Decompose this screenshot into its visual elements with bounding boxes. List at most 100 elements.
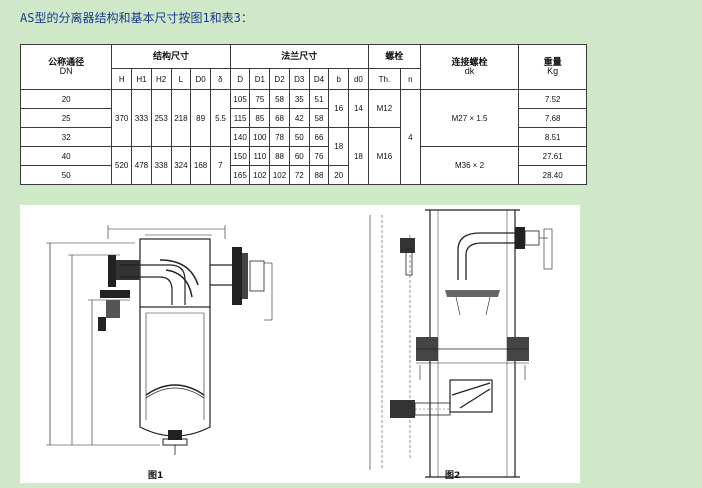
struct-cell: 7 — [209, 146, 231, 185]
struct-cell: 333 — [131, 89, 152, 147]
th-cell: M16 — [367, 127, 402, 185]
struct-cell: 168 — [190, 146, 211, 185]
flange-cell: 51 — [308, 89, 330, 109]
weight-cell: 27.61 — [518, 146, 587, 166]
col-header-b: b — [328, 68, 350, 90]
table-row: 20 370 333 253 218 89 5.5 105 75 58 35 5… — [19, 89, 587, 185]
weight-cell: 8.51 — [518, 127, 587, 147]
flange-cell: 42 — [288, 108, 310, 128]
fig1-caption: 图1 — [148, 471, 164, 481]
fig2-caption: 图2 — [445, 471, 461, 481]
flange-cell: 102 — [269, 165, 290, 185]
flange-cell: 88 — [269, 146, 290, 166]
table-row: 32 140 100 78 50 66 18 18 M16 8.51 — [19, 127, 587, 185]
flange-group-header: 法兰尺寸 — [229, 44, 369, 69]
flange-cell: 58 — [269, 89, 290, 109]
struct-cell: 478 — [131, 146, 152, 185]
spec-table: 公称通径 DN 结构尺寸 法兰尺寸 螺栓 连接螺栓 dk 重量 Kg H H1 … — [19, 44, 587, 185]
flange-cell: 75 — [249, 89, 271, 109]
struct-cell: 89 — [190, 89, 211, 147]
technical-drawings — [46, 209, 553, 478]
struct-cell: 520 — [111, 146, 133, 185]
struct-cell: 324 — [170, 146, 192, 185]
flange-cell: 110 — [249, 146, 271, 166]
col-header-L: L — [170, 68, 192, 90]
table-row: 50 165 102 102 72 88 20 28.40 — [19, 165, 587, 185]
dn-header-cn: 公称通径 — [48, 57, 85, 67]
col-header-delta: δ — [209, 68, 231, 90]
b-cell: 16 — [328, 89, 350, 128]
weight-header: 重量 — [543, 57, 562, 67]
weight-unit: Kg — [547, 66, 559, 76]
weight-cell: 7.52 — [518, 89, 587, 109]
struct-cell: 253 — [150, 89, 172, 147]
flange-cell: 165 — [229, 165, 251, 185]
fig1-drawing — [46, 225, 273, 455]
page-heading: AS型的分离器结构和基本尺寸按图1和表3： — [20, 11, 253, 25]
col-header-D3: D3 — [288, 68, 310, 90]
flange-cell: 150 — [229, 146, 251, 166]
n-cell: 4 — [400, 89, 421, 185]
dn-header-en: DN — [59, 66, 73, 76]
col-header-D: D — [229, 68, 251, 90]
d0-cell: 14 — [348, 89, 369, 128]
spec-table-container: 公称通径 DN 结构尺寸 法兰尺寸 螺栓 连接螺栓 dk 重量 Kg H H1 … — [19, 44, 587, 185]
dn-cell: 25 — [19, 108, 113, 128]
flange-cell: 100 — [249, 127, 271, 147]
struct-cell: 338 — [150, 146, 172, 185]
weight-header-cell: 重量 Kg — [518, 44, 587, 90]
flange-cell: 85 — [249, 108, 271, 128]
table-header-row-1: 公称通径 DN 结构尺寸 法兰尺寸 螺栓 连接螺栓 dk 重量 Kg — [19, 44, 587, 90]
th-cell: M12 — [367, 89, 402, 128]
dn-cell: 32 — [19, 127, 113, 147]
col-header-d0: d0 — [348, 68, 369, 90]
col-header-D2: D2 — [269, 68, 290, 90]
col-header-D1: D1 — [249, 68, 271, 90]
flange-cell: 78 — [269, 127, 290, 147]
struct-cell: 218 — [170, 89, 192, 147]
struct-cell: 5.5 — [209, 89, 231, 147]
flange-cell: 50 — [288, 127, 310, 147]
table-row: 40 520 478 338 324 168 7 150 110 88 60 7… — [19, 146, 587, 185]
dn-cell: 20 — [19, 89, 113, 109]
flange-cell: 115 — [229, 108, 251, 128]
dk-cell: M27 × 1.5 — [419, 89, 520, 147]
conn-bolt-header-cell: 连接螺栓 dk — [419, 44, 520, 90]
flange-cell: 35 — [288, 89, 310, 109]
flange-cell: 68 — [269, 108, 290, 128]
struct-cell: 370 — [111, 89, 133, 147]
drawing-frame: 图1 图2 — [20, 205, 580, 483]
flange-cell: 105 — [229, 89, 251, 109]
weight-cell: 7.68 — [518, 108, 587, 128]
struct-group-header: 结构尺寸 — [111, 44, 231, 69]
col-header-D4: D4 — [308, 68, 330, 90]
b-cell: 18 — [328, 127, 350, 166]
dn-header-cell: 公称通径 DN — [19, 44, 113, 90]
table-header-row-2: H H1 H2 L D0 δ D D1 D2 D3 D4 b d0 Th. n — [21, 68, 587, 90]
col-header-D0: D0 — [190, 68, 211, 90]
flange-cell: 72 — [288, 165, 310, 185]
dk-cell: M36 × 2 — [419, 146, 520, 185]
flange-cell: 102 — [249, 165, 271, 185]
dn-cell: 40 — [19, 146, 113, 166]
col-header-H2: H2 — [150, 68, 172, 90]
col-header-H: H — [111, 68, 133, 90]
col-header-n: n — [400, 68, 421, 90]
fig2-drawing — [369, 209, 553, 478]
flange-cell: 66 — [308, 127, 330, 147]
b-cell: 20 — [328, 165, 350, 185]
conn-bolt-header: 连接螺栓 — [451, 57, 488, 67]
flange-cell: 88 — [308, 165, 330, 185]
col-header-Th: Th. — [367, 68, 402, 90]
d0-cell: 18 — [348, 127, 369, 185]
bolt-group-header: 螺栓 — [367, 44, 421, 69]
flange-cell: 140 — [229, 127, 251, 147]
flange-cell: 58 — [308, 108, 330, 128]
col-header-H1: H1 — [131, 68, 152, 90]
dn-cell: 50 — [19, 165, 113, 185]
weight-cell: 28.40 — [518, 165, 587, 185]
conn-bolt-sub: dk — [464, 66, 475, 76]
flange-cell: 76 — [308, 146, 330, 166]
table-row: 25 115 85 68 42 58 7.68 — [19, 108, 587, 128]
flange-cell: 60 — [288, 146, 310, 166]
